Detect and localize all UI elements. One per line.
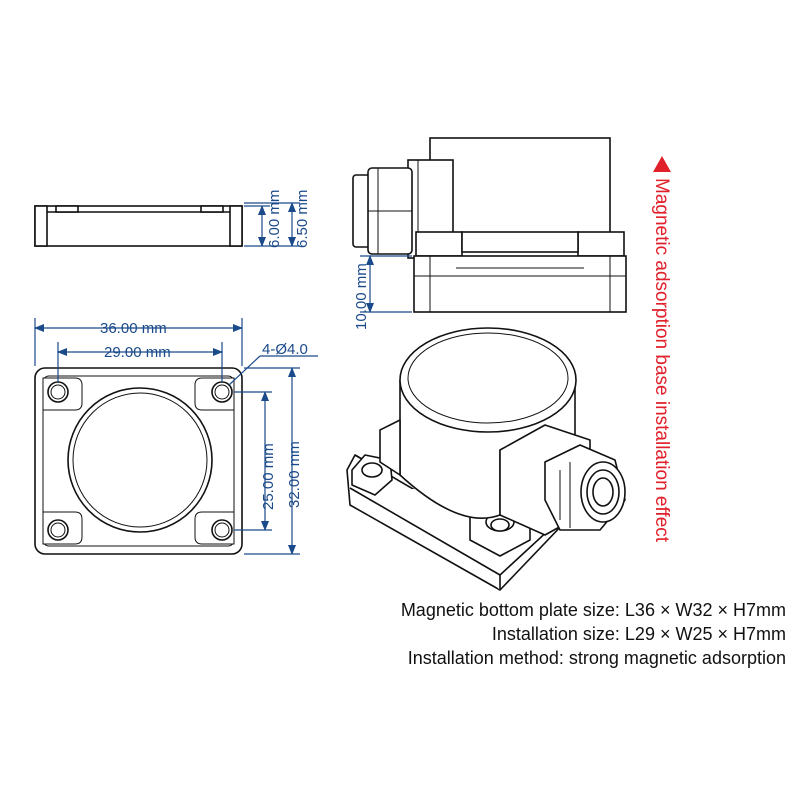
dim-hole-spec: 4-Ø4.0: [262, 341, 308, 358]
effect-label: Magnetic adsorption base installation ef…: [651, 178, 672, 543]
dim-25-00: 25.00 mm: [260, 443, 277, 510]
top-view-dimensions: [34, 318, 318, 555]
dim-10-00: 10.00 mm: [353, 263, 370, 330]
dim-32-00: 32.00 mm: [286, 441, 303, 508]
spec-installation-size: Installation size: L29 × W25 × H7mm: [491, 624, 786, 644]
effect-label-group: Magnetic adsorption base installation ef…: [651, 156, 672, 543]
plate-side-view: [34, 205, 243, 247]
spec-installation-method: Installation method: strong magnetic ads…: [407, 648, 786, 668]
spec-plate-size: Magnetic bottom plate size: L36 × W32 × …: [400, 600, 786, 620]
dim-29-00: 29.00 mm: [104, 344, 171, 361]
dim-6-50: 6.50 mm: [294, 190, 311, 248]
sensor-height-dimension: [360, 255, 412, 313]
dim-36-00: 36.00 mm: [100, 320, 167, 337]
sensor-side-view: [352, 137, 627, 313]
triangle-marker-icon: [653, 156, 671, 172]
dim-6-00: 6.00 mm: [266, 190, 283, 248]
specs-block: Magnetic bottom plate size: L36 × W32 × …: [401, 598, 786, 670]
isometric-installation-view: [346, 327, 626, 591]
plate-top-view: [34, 367, 243, 555]
side-height-dimensions: [244, 202, 300, 247]
